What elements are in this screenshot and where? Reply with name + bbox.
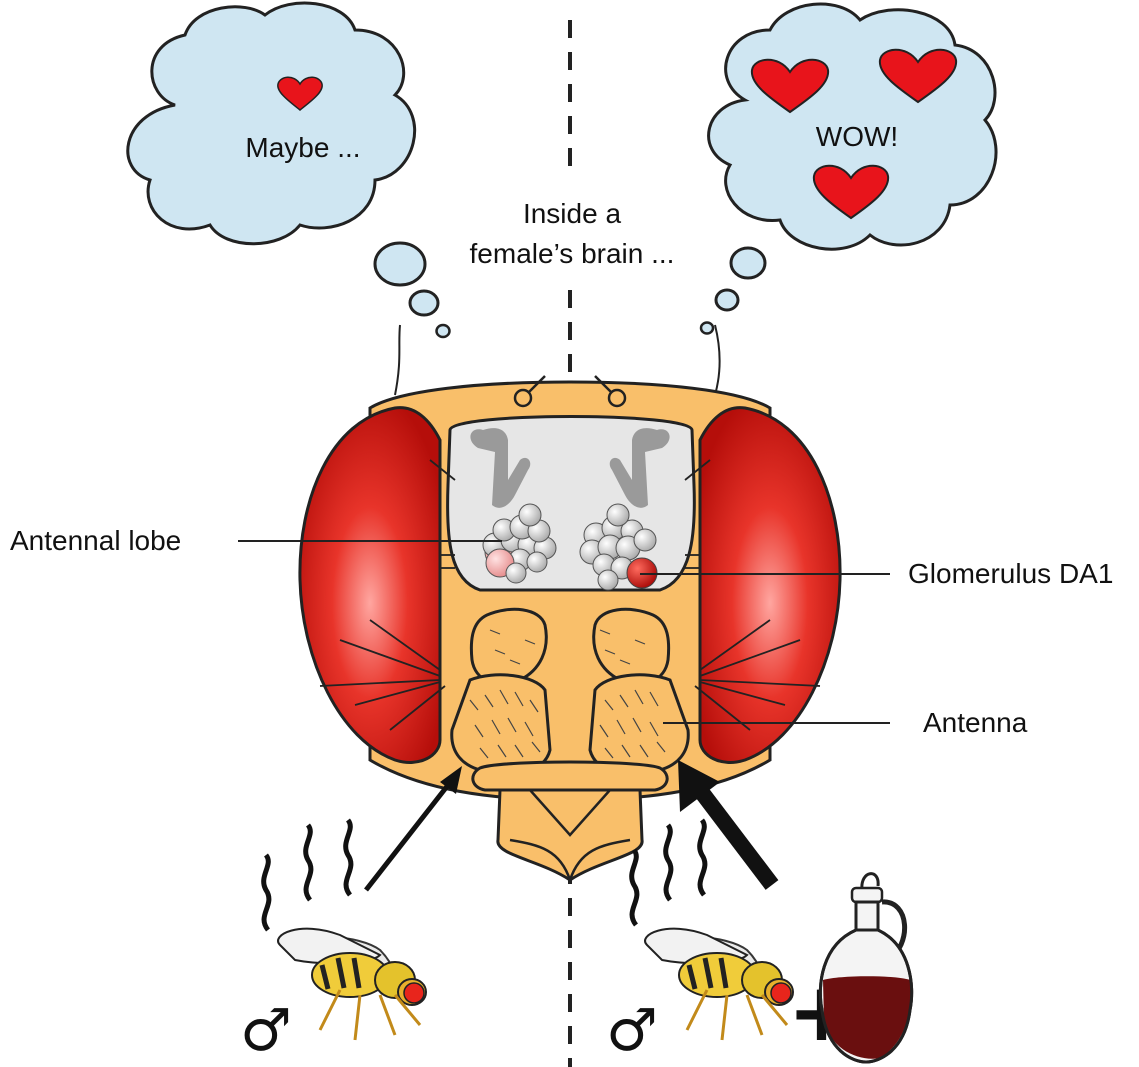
right-eye <box>700 408 840 763</box>
label-antenna: Antenna <box>923 707 1028 738</box>
right-thought-text: WOW! <box>816 121 898 152</box>
fly-head <box>300 325 840 880</box>
left-thought-text: Maybe ... <box>245 132 360 163</box>
label-antennal-lobe: Antennal lobe <box>10 525 181 556</box>
thin-arrow <box>366 766 462 890</box>
male-symbol-right: ♂ <box>606 996 658 1064</box>
right-antenna <box>590 675 688 774</box>
left-male-fly: ♂ <box>240 820 426 1064</box>
caption-line-1: Inside a <box>523 198 621 229</box>
left-thought-cloud: Maybe ... <box>128 3 450 337</box>
vinegar-bottle-icon <box>820 874 911 1062</box>
left-eye <box>300 408 440 763</box>
caption-line-2: female’s brain ... <box>470 238 675 269</box>
right-male-fly: ♂ <box>606 820 793 1064</box>
right-thought-cloud: WOW! <box>701 4 996 334</box>
left-antenna <box>452 675 550 774</box>
label-glomerulus-da1: Glomerulus DA1 <box>908 558 1113 589</box>
male-symbol-left: ♂ <box>240 996 292 1064</box>
